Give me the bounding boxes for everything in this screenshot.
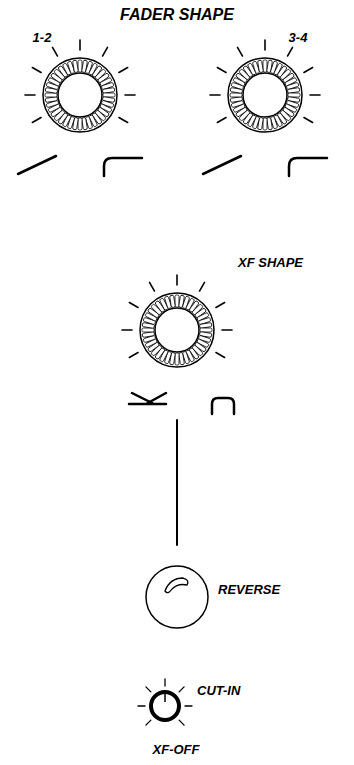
knurl-ridge <box>179 352 185 364</box>
knurl-ridge <box>142 328 154 332</box>
tick-mark <box>146 720 151 725</box>
knurl-ridge <box>267 117 273 129</box>
knurl-ridge <box>288 93 300 97</box>
cut-in-knob <box>151 692 179 720</box>
tick-mark <box>176 275 178 285</box>
tick-marks <box>25 40 135 123</box>
divider-line <box>176 420 178 545</box>
knurl-ridge <box>287 88 299 94</box>
tick-mark <box>103 47 108 56</box>
knurl-ridge <box>200 328 212 332</box>
knurl-ridge <box>230 93 242 97</box>
channel-label: 1-2 <box>33 30 52 45</box>
knurl-ridge <box>102 88 114 94</box>
curve-symbol <box>129 393 166 404</box>
knob-rim <box>228 58 302 132</box>
knurl-ridge <box>258 60 264 72</box>
knurl-ridge <box>45 93 57 97</box>
tick-mark <box>217 118 226 123</box>
tick-mark <box>150 282 155 291</box>
tick-mark <box>164 679 165 686</box>
tick-mark <box>216 353 225 358</box>
knob-rim <box>140 293 214 367</box>
curve-symbol <box>212 398 234 414</box>
tick-mark <box>310 94 320 96</box>
tick-mark <box>304 68 313 73</box>
tick-mark <box>288 47 293 56</box>
control-label: REVERSE <box>218 582 280 597</box>
tick-mark <box>79 40 81 50</box>
tick-mark <box>53 47 58 56</box>
knurl-ridge <box>78 118 82 130</box>
knurl-ridge <box>103 93 115 97</box>
knurl-ridge <box>82 117 88 129</box>
knurl-ridge <box>78 60 82 72</box>
tick-mark <box>304 118 313 123</box>
rotary-knob <box>140 293 214 367</box>
tick-mark <box>32 68 41 73</box>
knob-cap <box>155 308 199 352</box>
knurl-ridge <box>199 323 211 329</box>
knurl-ridge <box>175 353 179 365</box>
control-label: CUT-IN <box>197 683 240 698</box>
tick-marks <box>138 679 192 725</box>
curve-symbol <box>104 158 142 176</box>
tick-mark <box>217 68 226 73</box>
knurl-ridge <box>73 60 79 72</box>
tick-mark <box>264 40 266 50</box>
tick-mark <box>32 118 41 123</box>
knurl-ridge <box>175 295 179 307</box>
tick-marks <box>210 40 320 123</box>
tick-mark <box>125 94 135 96</box>
tick-mark <box>129 303 138 308</box>
tick-mark <box>210 94 220 96</box>
curve-symbol <box>18 156 56 174</box>
control-label: XF-OFF <box>153 742 200 757</box>
curve-symbol <box>289 158 327 176</box>
tick-mark <box>25 94 35 96</box>
knurl-ridge <box>170 295 176 307</box>
knurl-ridge <box>45 97 57 103</box>
reverse-button <box>146 566 208 628</box>
control-label: XF SHAPE <box>238 255 303 270</box>
rotary-knob <box>228 58 302 132</box>
tick-mark <box>179 687 184 692</box>
tick-mark <box>119 118 128 123</box>
rotary-knob <box>43 58 117 132</box>
knurl-ridge <box>263 118 267 130</box>
tick-mark <box>146 687 151 692</box>
knurl-ridge <box>263 60 267 72</box>
knob-cap <box>243 73 287 117</box>
knob-rim <box>43 58 117 132</box>
section-title: FADER SHAPE <box>120 6 234 24</box>
tick-mark <box>222 329 232 331</box>
curve-symbol <box>203 156 241 174</box>
button-highlight <box>165 578 188 593</box>
channel-label: 3-4 <box>289 30 308 45</box>
tick-mark <box>200 282 205 291</box>
tick-mark <box>216 303 225 308</box>
tick-mark <box>129 353 138 358</box>
tick-mark <box>122 329 132 331</box>
knurl-ridge <box>142 332 154 338</box>
tick-mark <box>185 705 192 706</box>
tick-mark <box>179 720 184 725</box>
knob-pointer <box>164 694 166 702</box>
tick-marks <box>122 275 232 358</box>
knob-cap <box>58 73 102 117</box>
tick-mark <box>238 47 243 56</box>
knurl-ridge <box>230 97 242 103</box>
tick-mark <box>119 68 128 73</box>
tick-mark <box>138 705 145 706</box>
